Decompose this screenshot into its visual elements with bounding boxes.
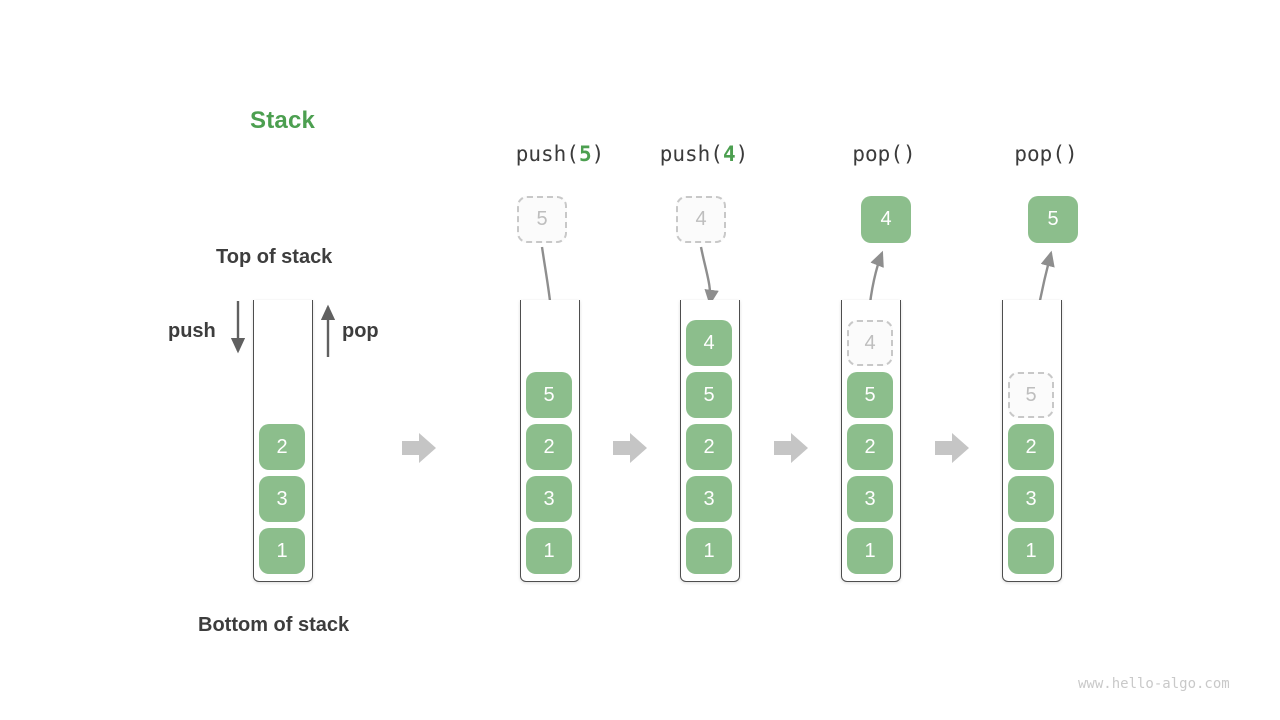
stack-element: 1 (526, 528, 572, 574)
operation-arg: 5 (578, 142, 592, 166)
page-title: Stack (250, 107, 316, 134)
stack-element: 1 (686, 528, 732, 574)
stack-element: 3 (526, 476, 572, 522)
stack-element: 2 (1008, 424, 1054, 470)
bottom-of-stack-label: Bottom of stack (198, 614, 350, 636)
stack-container-after-pop-4: 4 5 2 3 1 (841, 300, 901, 582)
step-arrow-icon (613, 433, 647, 463)
operation-arg: 4 (722, 142, 736, 166)
stack-element: 5 (526, 372, 572, 418)
push-4-insert-arrow (699, 246, 719, 306)
step-arrow-icon (774, 433, 808, 463)
operation-label-pop-2: pop() (1014, 142, 1078, 166)
stack-container-after-pop-5: 5 2 3 1 (1002, 300, 1062, 582)
popped-element: 5 (1028, 196, 1078, 243)
stack-element: 2 (526, 424, 572, 470)
stack-element: 1 (259, 528, 305, 574)
stack-element: 2 (686, 424, 732, 470)
top-of-stack-label: Top of stack (216, 246, 333, 268)
stack-container-after-push-4: 4 5 2 3 1 (680, 300, 740, 582)
stack-element: 5 (847, 372, 893, 418)
stack-element: 2 (847, 424, 893, 470)
pop-label: pop (342, 320, 379, 342)
stack-element: 3 (259, 476, 305, 522)
stack-element: 2 (259, 424, 305, 470)
stack-element-removed: 5 (1008, 372, 1054, 418)
stack-element: 5 (686, 372, 732, 418)
stack-container-after-push-5: 5 2 3 1 (520, 300, 580, 582)
pending-push-element: 5 (517, 196, 567, 243)
step-arrow-icon (935, 433, 969, 463)
step-arrow-icon (402, 433, 436, 463)
stack-element: 3 (686, 476, 732, 522)
popped-element: 4 (861, 196, 911, 243)
operation-label-pop-1: pop() (852, 142, 916, 166)
stack-container-initial: 2 3 1 (253, 300, 313, 582)
stack-element: 1 (847, 528, 893, 574)
stack-element-removed: 4 (847, 320, 893, 366)
stack-element: 1 (1008, 528, 1054, 574)
operation-label-push-4: push(4) (659, 142, 749, 166)
operation-label-push-5: push(5) (515, 142, 605, 166)
watermark: www.hello-algo.com (1078, 676, 1230, 692)
stack-element: 3 (847, 476, 893, 522)
pending-push-element: 4 (676, 196, 726, 243)
stack-element: 4 (686, 320, 732, 366)
stack-element: 3 (1008, 476, 1054, 522)
push-label: push (168, 320, 216, 342)
